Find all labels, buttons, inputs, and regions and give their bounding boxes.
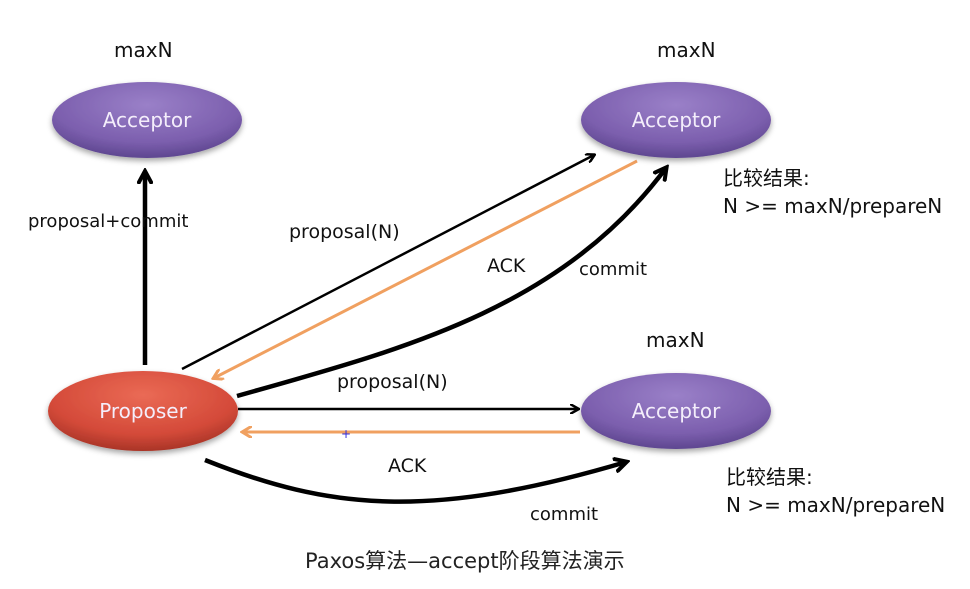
compare-expr-bottom-right: N >= maxN/prepareN [726, 493, 946, 517]
state-label-top-right: maxN [657, 38, 716, 62]
compare-title-bottom-right: 比较结果: [726, 465, 813, 489]
arrow-ack-top-right [214, 159, 638, 378]
compare-expr-top-right: N >= maxN/prepareN [723, 194, 943, 218]
acceptor-node-top-left[interactable]: Acceptor [52, 82, 242, 158]
edge-label-proposal-commit: proposal+commit [28, 211, 189, 232]
edge-label-commit-bottom-right: commit [530, 504, 599, 525]
state-label-bottom-right: maxN [646, 328, 705, 352]
acceptor-node-bottom-right[interactable]: Acceptor [581, 373, 771, 449]
state-label-top-left: maxN [114, 38, 173, 62]
edge-label-ack-bottom-right: ACK [388, 455, 427, 477]
proposer-label: Proposer [99, 399, 187, 423]
arrow-commit-top-right [236, 168, 666, 399]
acceptor-node-top-right[interactable]: Acceptor [581, 82, 771, 158]
proposer-node[interactable]: Proposer [48, 371, 238, 451]
acceptor-label: Acceptor [632, 108, 721, 132]
acceptor-label: Acceptor [103, 108, 192, 132]
cursor-mark: + [341, 427, 351, 441]
compare-title-top-right: 比较结果: [723, 166, 810, 190]
arrow-proposal-top-right [181, 155, 594, 371]
arrow-commit-bottom-right [204, 460, 626, 504]
edge-label-proposal-top-right: proposal(N) [289, 221, 400, 243]
diagram-title: Paxos算法—accept阶段算法演示 [305, 549, 625, 573]
edge-label-proposal-bottom-right: proposal(N) [337, 371, 448, 393]
acceptor-label: Acceptor [632, 399, 721, 423]
edge-label-ack-top-right: ACK [487, 255, 526, 277]
edge-label-commit-top-right: commit [579, 259, 648, 280]
